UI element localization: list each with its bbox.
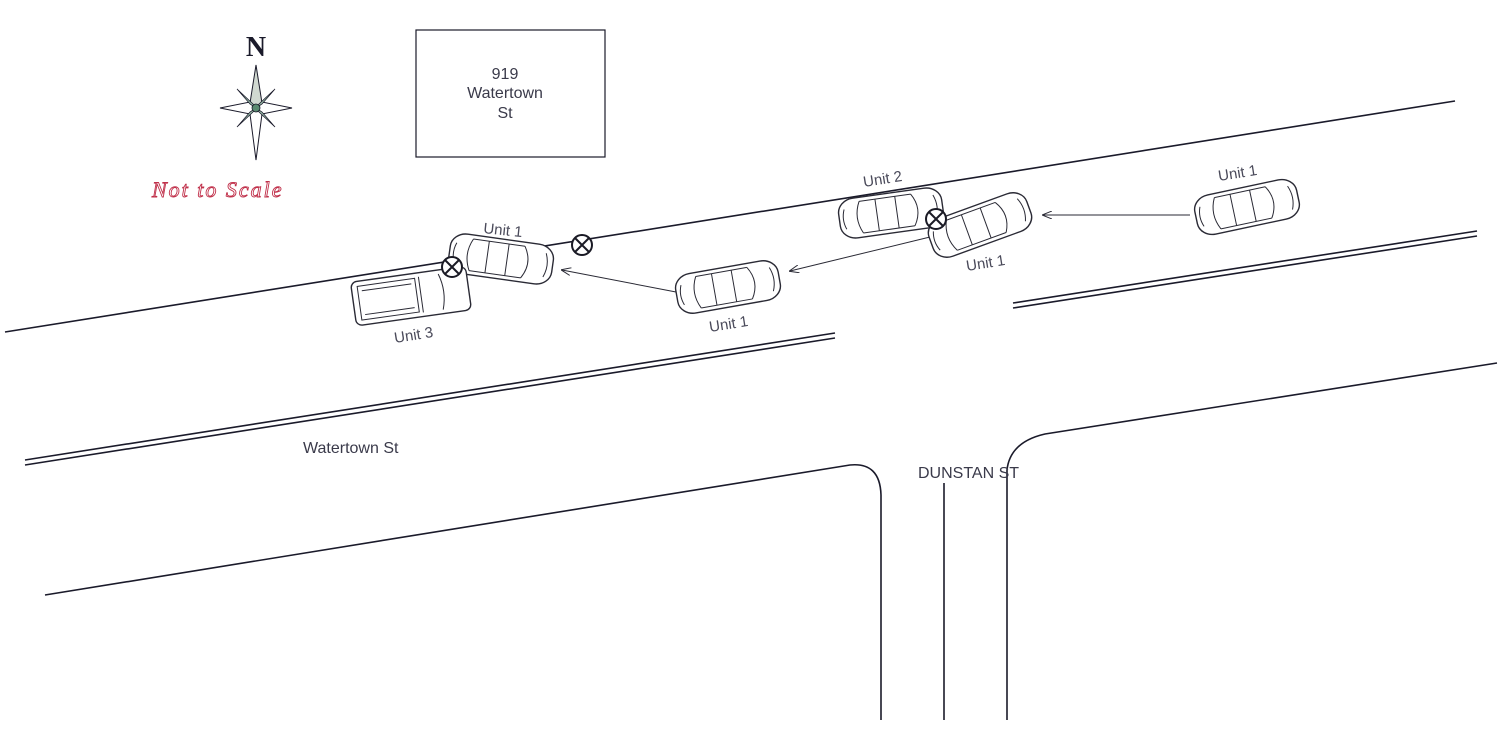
north-arrow-compass-icon: N <box>219 32 293 161</box>
impact-x-circle-icon <box>571 234 593 256</box>
watertown-st-north-curb <box>4 100 1456 333</box>
building-number: 919 <box>492 66 519 83</box>
watertown-st-label: Watertown St <box>303 440 399 457</box>
north-label: N <box>246 32 266 63</box>
unit2-label: Unit 2 <box>862 168 903 191</box>
watertown-st-center-line-west <box>24 332 836 466</box>
impact-x-circle-icon <box>441 256 463 278</box>
unit1-label-mid: Unit 1 <box>708 313 749 336</box>
building-street-name: Watertown <box>467 85 543 102</box>
watertown-st-south-curb-east <box>1006 362 1498 720</box>
not-to-scale-note: Not to Scale <box>151 177 284 202</box>
dunstan-st-label: DUNSTAN ST <box>918 465 1019 482</box>
unit3-label: Unit 3 <box>393 324 434 347</box>
unit1-label-final: Unit 1 <box>483 220 524 241</box>
unit1-travel-arrow-2 <box>790 236 931 271</box>
unit1-vehicle-start <box>1191 175 1303 239</box>
building-919-watertown: 919 Watertown St <box>415 29 606 158</box>
unit1-label-start: Unit 1 <box>1217 162 1258 185</box>
watertown-st-center-line-east <box>1012 230 1478 309</box>
unit1-travel-arrow-3 <box>562 270 677 293</box>
watertown-st-south-curb-west <box>44 464 882 720</box>
impact-x-circle-icon <box>925 208 947 230</box>
unit1-vehicle-mid <box>672 257 784 317</box>
building-street-suffix: St <box>497 105 513 122</box>
unit1-label-first-impact: Unit 1 <box>965 252 1006 275</box>
